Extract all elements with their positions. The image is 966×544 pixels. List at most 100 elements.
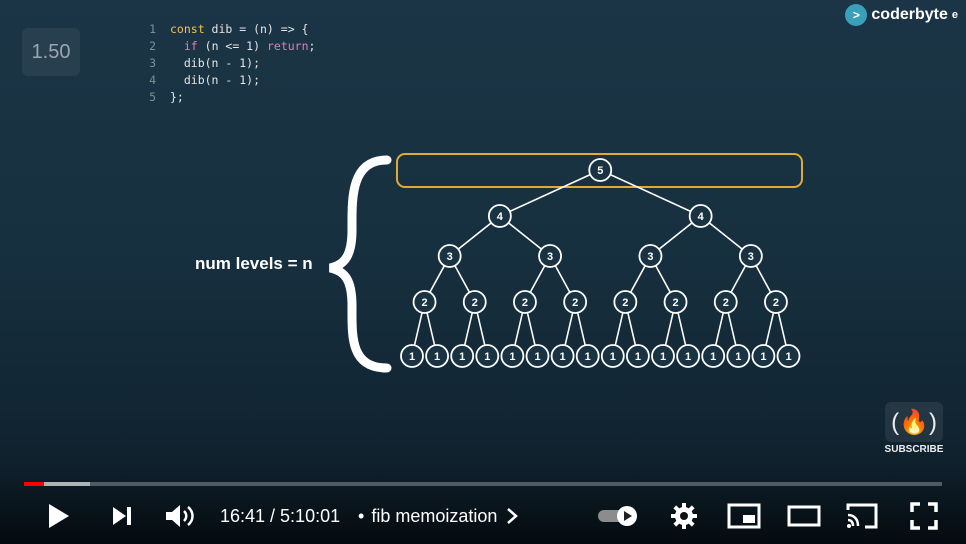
tree-node-value: 2 bbox=[672, 297, 678, 309]
play-icon bbox=[49, 504, 69, 528]
line-number: 1 bbox=[149, 22, 156, 36]
tree-node-value: 2 bbox=[522, 297, 528, 309]
tree-node-circle bbox=[550, 344, 575, 368]
autoplay-toggle[interactable] bbox=[596, 492, 642, 540]
line-number: 3 bbox=[149, 56, 156, 70]
tree-node: 4 bbox=[688, 204, 713, 228]
play-button[interactable] bbox=[36, 492, 80, 540]
tree-node-value: 1 bbox=[610, 351, 616, 363]
settings-button[interactable] bbox=[664, 492, 704, 540]
tree-node-value: 2 bbox=[421, 297, 427, 309]
volume-button[interactable] bbox=[158, 492, 202, 540]
tree-node-circle bbox=[487, 204, 512, 228]
code-line: 2 if (n <= 1) return; bbox=[140, 38, 315, 55]
playback-speed-overlay: 1.50 bbox=[22, 28, 80, 76]
progress-bar[interactable] bbox=[24, 482, 942, 486]
tree-node-value: 1 bbox=[735, 351, 741, 363]
code-line: 5}; bbox=[140, 89, 315, 106]
tree-node-circle bbox=[513, 290, 537, 314]
tree-node-circle bbox=[663, 290, 688, 314]
chapter-title: fib memoization bbox=[371, 505, 498, 526]
tree-node: 2 bbox=[613, 290, 638, 314]
tree-edge bbox=[599, 169, 701, 217]
autoplay-toggle-icon bbox=[598, 506, 637, 526]
tree-node: 2 bbox=[713, 290, 738, 314]
tree-node-circle bbox=[425, 344, 450, 368]
miniplayer-icon bbox=[727, 503, 761, 529]
fullscreen-button[interactable] bbox=[904, 492, 944, 540]
tree-node-circle bbox=[400, 344, 424, 368]
tree-node-circle bbox=[701, 344, 726, 368]
tree-node: 1 bbox=[425, 344, 450, 368]
tree-node-value: 4 bbox=[497, 211, 504, 223]
buffered-bar bbox=[24, 482, 90, 486]
tree-node-value: 1 bbox=[585, 351, 591, 363]
tree-node-circle bbox=[588, 158, 613, 182]
tree-node-value: 1 bbox=[710, 351, 716, 363]
tree-node-value: 3 bbox=[647, 251, 653, 263]
code-text: dib(n - 1); bbox=[183, 56, 261, 70]
tree-node-value: 5 bbox=[597, 165, 603, 177]
tree-node-value: 1 bbox=[560, 351, 566, 363]
line-number: 4 bbox=[149, 73, 156, 87]
tree-node: 2 bbox=[462, 290, 487, 314]
played-bar bbox=[24, 482, 44, 486]
theater-mode-button[interactable] bbox=[784, 492, 824, 540]
tree-node-circle bbox=[688, 204, 713, 228]
tree-node-value: 1 bbox=[509, 351, 515, 363]
tree-node-circle bbox=[738, 244, 763, 268]
tree-node-value: 3 bbox=[547, 251, 553, 263]
tree-node: 3 bbox=[738, 244, 763, 268]
tree-node-value: 3 bbox=[748, 251, 754, 263]
tree-node: 2 bbox=[513, 290, 537, 314]
next-button[interactable] bbox=[100, 492, 144, 540]
subscribe-watermark[interactable]: (🔥) SUBSCRIBE bbox=[884, 402, 944, 455]
tree-node-value: 1 bbox=[534, 351, 540, 363]
tree-node-value: 2 bbox=[723, 297, 729, 309]
code-text: if (n <= 1) return; bbox=[183, 39, 316, 53]
logo-text: coderbyte bbox=[871, 6, 948, 23]
tree-node: 2 bbox=[764, 290, 788, 314]
code-line: 3 dib(n - 1); bbox=[140, 55, 315, 72]
controls-gradient bbox=[0, 464, 966, 544]
time-text: 16:41 / 5:10:01 bbox=[220, 505, 341, 526]
tree-node: 3 bbox=[638, 244, 663, 268]
tree-node: 5 bbox=[588, 158, 613, 182]
tree-node-circle bbox=[475, 344, 500, 368]
flame-icon: (🔥) bbox=[885, 402, 943, 442]
tree-node-value: 2 bbox=[472, 297, 478, 309]
code-text: dib(n - 1); bbox=[183, 73, 261, 87]
tree-node-circle bbox=[713, 290, 738, 314]
levels-label: num levels = n bbox=[195, 254, 313, 273]
tree-node-circle bbox=[575, 344, 600, 368]
tree-node: 1 bbox=[600, 344, 625, 368]
tree-node-value: 1 bbox=[685, 351, 691, 363]
line-number: 2 bbox=[149, 39, 156, 53]
theater-icon bbox=[787, 505, 821, 527]
tree-node-circle bbox=[450, 344, 475, 368]
cast-button[interactable] bbox=[842, 492, 882, 540]
tree-node-circle bbox=[462, 290, 487, 314]
tree-node-circle bbox=[437, 244, 462, 268]
tree-node-circle bbox=[563, 290, 588, 314]
tree-node: 2 bbox=[563, 290, 588, 314]
tree-node: 1 bbox=[500, 344, 525, 368]
tree-node-value: 1 bbox=[434, 351, 440, 363]
chapter-separator: • bbox=[358, 505, 365, 526]
logo-suffix: e bbox=[951, 9, 958, 21]
volume-icon bbox=[166, 505, 194, 527]
tree-node-value: 1 bbox=[660, 351, 666, 363]
cast-icon bbox=[846, 503, 878, 529]
miniplayer-button[interactable] bbox=[724, 492, 764, 540]
chapter-title-button[interactable]: • fib memoization bbox=[358, 492, 519, 540]
tree-node: 1 bbox=[626, 344, 650, 368]
tree-node-value: 1 bbox=[785, 351, 791, 363]
line-number: 5 bbox=[149, 90, 156, 104]
tree-node-value: 4 bbox=[698, 211, 705, 223]
tree-node-circle bbox=[613, 290, 638, 314]
tree-node: 3 bbox=[538, 244, 562, 268]
tree-node-value: 2 bbox=[572, 297, 578, 309]
